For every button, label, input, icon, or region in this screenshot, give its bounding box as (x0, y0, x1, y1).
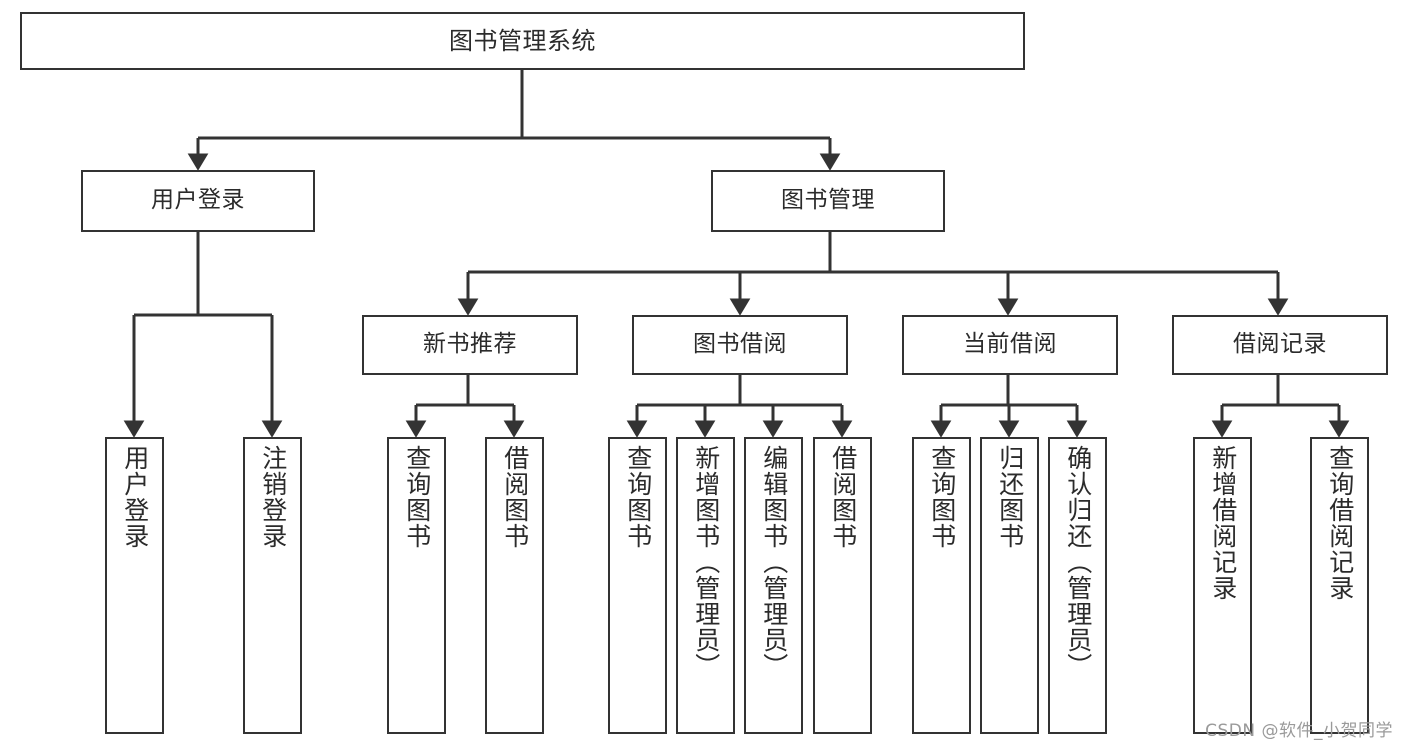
node-label: 查询借阅记录 (1325, 445, 1355, 601)
node-user-login[interactable]: 用户登录 (81, 170, 315, 232)
leaf-confirm-return-admin[interactable]: 确认归还（管理员） (1048, 437, 1107, 734)
node-new-book-recommend[interactable]: 新书推荐 (362, 315, 578, 375)
node-label: 注销登录 (258, 445, 288, 549)
node-label: 查询图书 (402, 445, 432, 549)
node-root-system[interactable]: 图书管理系统 (20, 12, 1025, 70)
node-label: 新书推荐 (423, 331, 517, 358)
node-label: 确认归还（管理员） (1063, 445, 1093, 679)
leaf-return-book[interactable]: 归还图书 (980, 437, 1039, 734)
leaf-add-book-admin[interactable]: 新增图书（管理员） (676, 437, 735, 734)
leaf-query-book-current[interactable]: 查询图书 (912, 437, 971, 734)
leaf-query-book-new-recommend[interactable]: 查询图书 (387, 437, 446, 734)
node-label: 查询图书 (623, 445, 653, 549)
node-label: 借阅记录 (1233, 331, 1327, 358)
node-borrow-record[interactable]: 借阅记录 (1172, 315, 1388, 375)
node-label: 当前借阅 (963, 331, 1057, 358)
node-label: 图书借阅 (693, 331, 787, 358)
leaf-borrow-book-new-recommend[interactable]: 借阅图书 (485, 437, 544, 734)
leaf-query-borrow-record[interactable]: 查询借阅记录 (1310, 437, 1369, 734)
node-label: 新增图书（管理员） (691, 445, 721, 679)
leaf-query-book-borrow[interactable]: 查询图书 (608, 437, 667, 734)
node-label: 借阅图书 (500, 445, 530, 549)
leaf-edit-book-admin[interactable]: 编辑图书（管理员） (744, 437, 803, 734)
node-book-management[interactable]: 图书管理 (711, 170, 945, 232)
node-label: 归还图书 (995, 445, 1025, 549)
node-current-borrow[interactable]: 当前借阅 (902, 315, 1118, 375)
leaf-user-login[interactable]: 用户登录 (105, 437, 164, 734)
watermark-text: CSDN @软件_小贺同学 (1205, 721, 1393, 741)
leaf-add-borrow-record[interactable]: 新增借阅记录 (1193, 437, 1252, 734)
node-label: 图书管理 (781, 187, 875, 214)
node-label: 图书管理系统 (449, 26, 596, 55)
node-label: 用户登录 (151, 187, 245, 214)
node-book-borrow[interactable]: 图书借阅 (632, 315, 848, 375)
node-label: 查询图书 (927, 445, 957, 549)
node-label: 新增借阅记录 (1208, 445, 1238, 601)
node-label: 编辑图书（管理员） (759, 445, 789, 679)
node-label: 借阅图书 (828, 445, 858, 549)
leaf-logout[interactable]: 注销登录 (243, 437, 302, 734)
node-label: 用户登录 (120, 445, 150, 549)
leaf-borrow-book-borrow[interactable]: 借阅图书 (813, 437, 872, 734)
